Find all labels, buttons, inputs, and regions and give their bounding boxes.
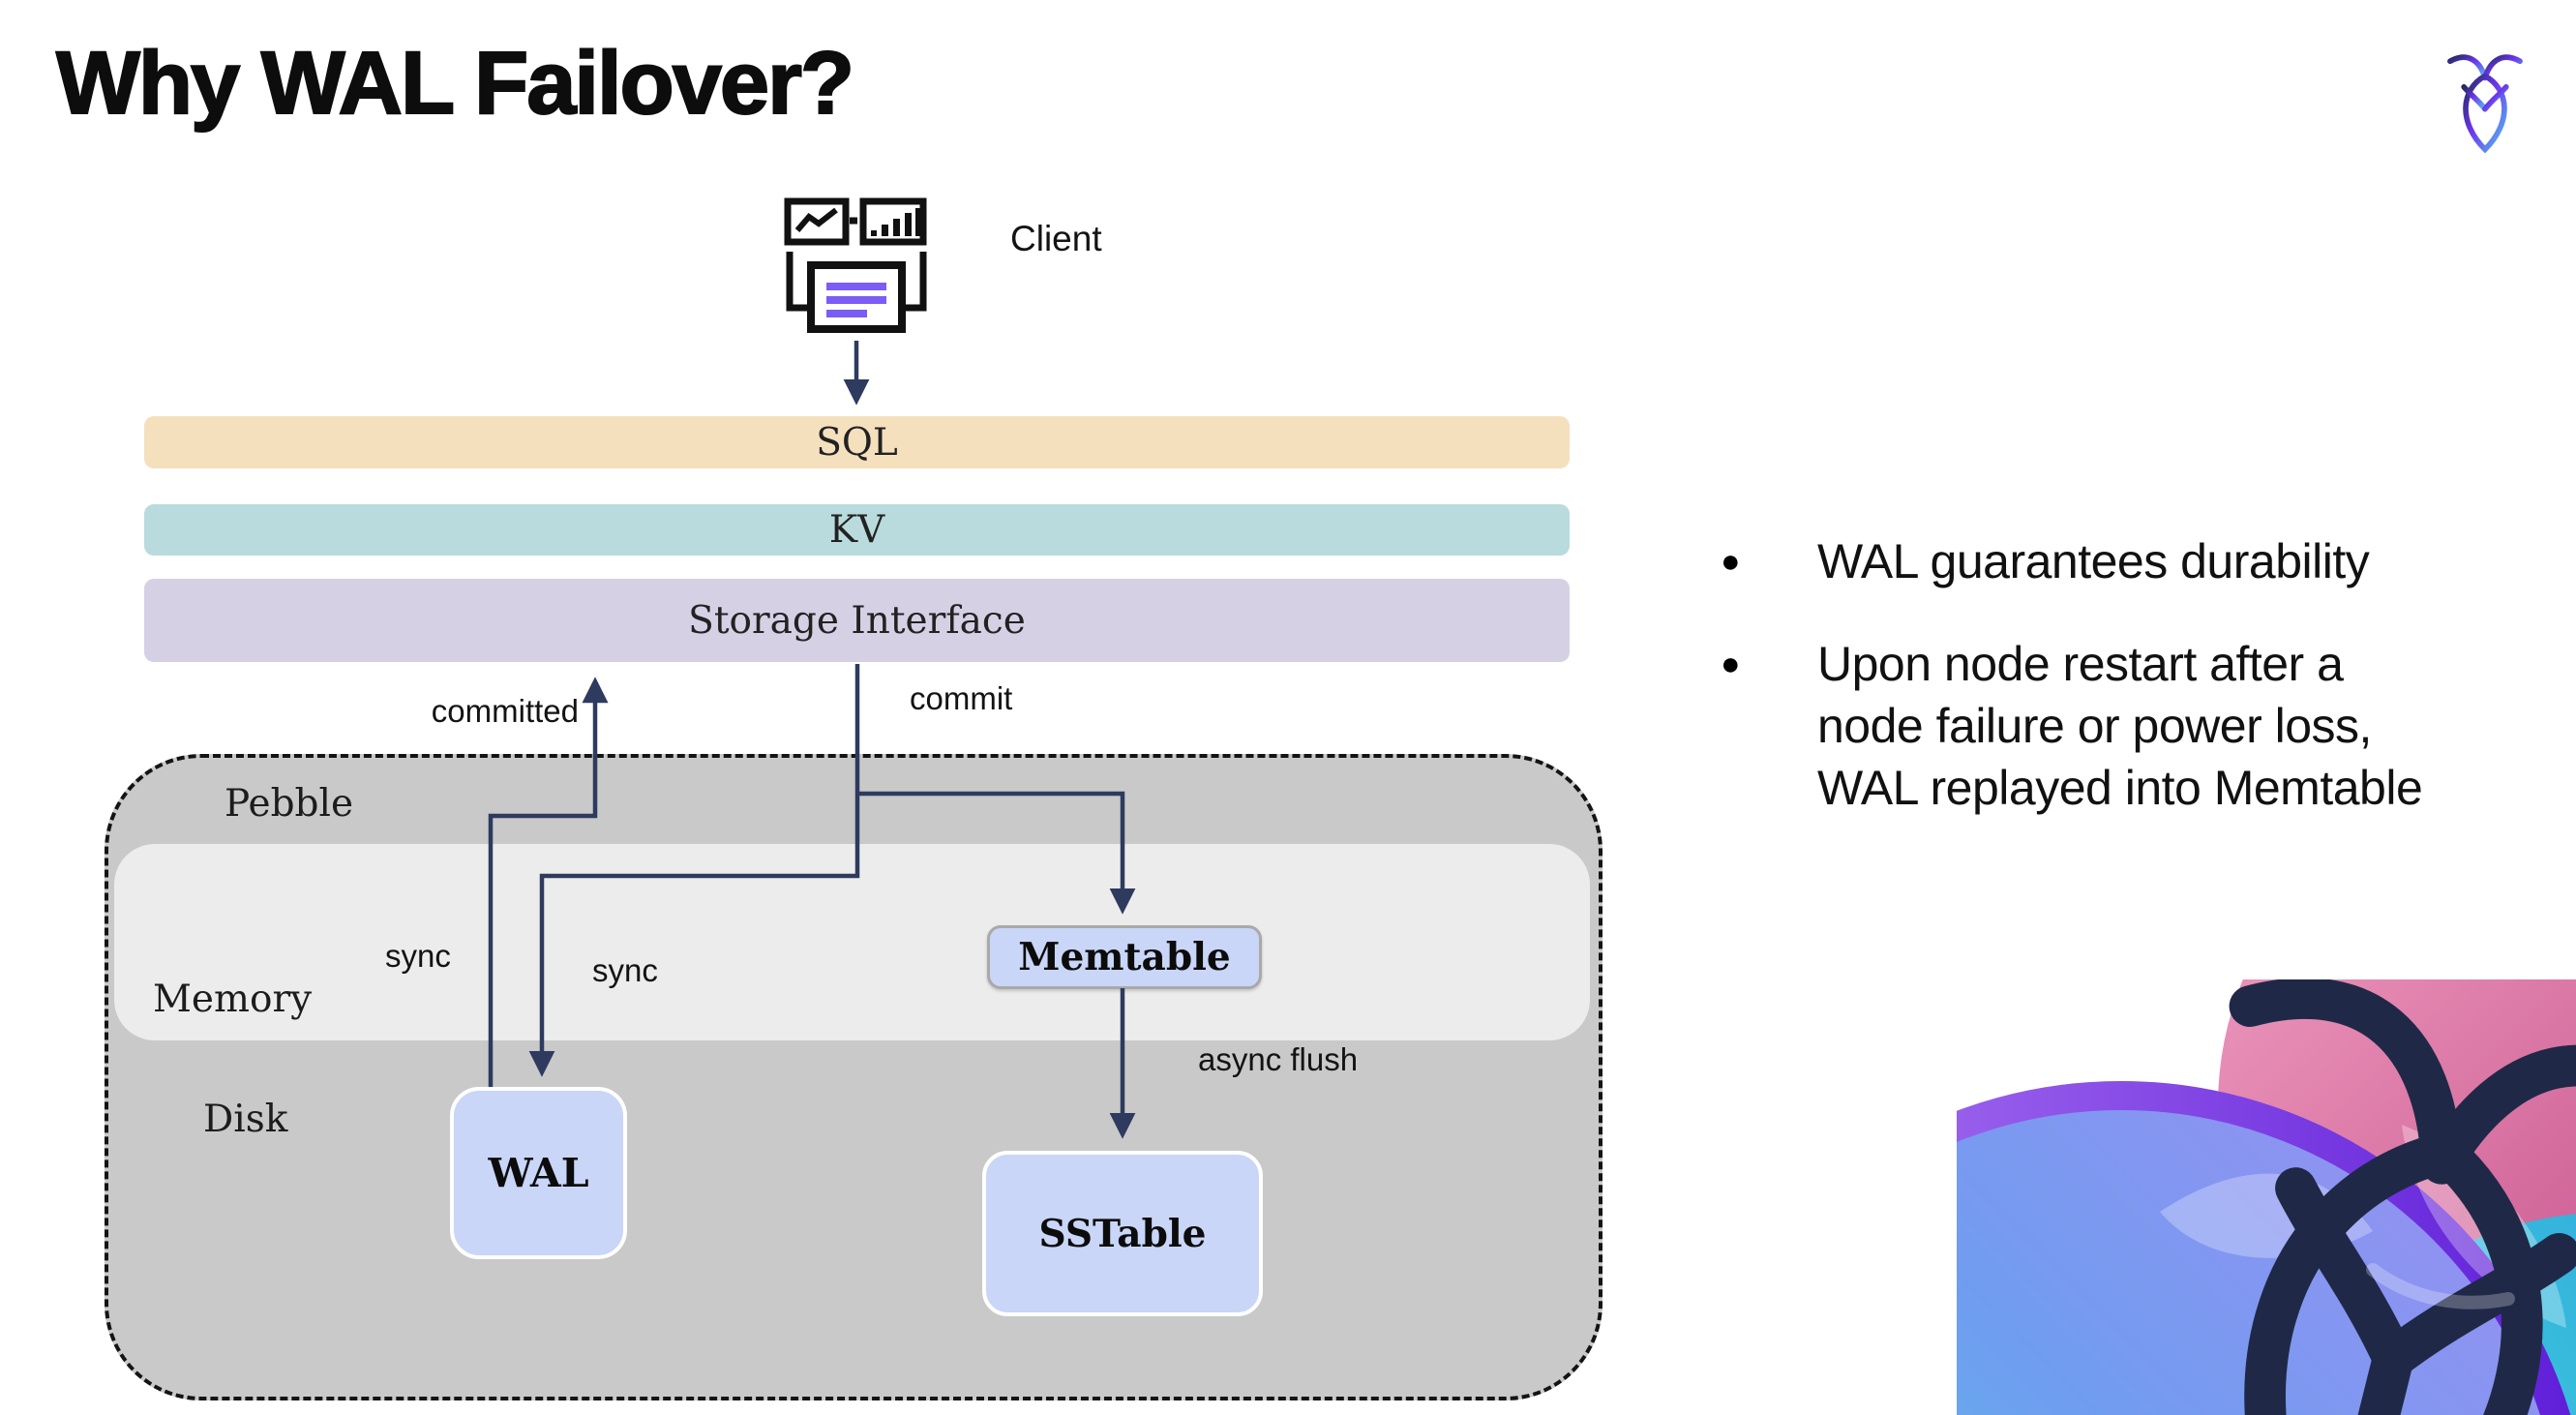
layer-sql: SQL [144, 416, 1570, 468]
pebble-label: Pebble [225, 782, 354, 826]
memory-label: Memory [153, 978, 313, 1021]
edge-label-async-flush: async flush [1198, 1041, 1359, 1077]
sstable-label: SSTable [1038, 1211, 1207, 1256]
memtable-node: Memtable [987, 925, 1262, 989]
layer-sql-label: SQL [816, 420, 898, 465]
client-icon [784, 197, 927, 333]
bullet-dot: ● [1721, 543, 1741, 580]
bullet-text: WAL guarantees durability [1817, 534, 2370, 588]
bullet-list: ● WAL guarantees durability ● Upon node … [1713, 530, 2564, 859]
brand-decoration [1957, 979, 2576, 1415]
wal-node: WAL [450, 1087, 627, 1259]
layer-storage-interface: Storage Interface [144, 579, 1570, 662]
memory-band [114, 844, 1590, 1040]
bullet-dot: ● [1721, 646, 1741, 682]
edge-label-commit: commit [910, 680, 1013, 716]
wal-label: WAL [488, 1150, 589, 1196]
layer-storage-label: Storage Interface [688, 598, 1026, 643]
layer-kv-label: KV [828, 508, 885, 552]
cockroachdb-logo-icon [2437, 48, 2533, 157]
disk-label: Disk [203, 1098, 288, 1141]
page-title: Why WAL Failover? [55, 33, 855, 134]
edge-label-committed: committed [431, 693, 579, 729]
edge-label-sync-left: sync [385, 938, 451, 974]
bullet-item: ● Upon node restart after a node failure… [1713, 633, 2564, 819]
bullet-text: Upon node restart after a node failure o… [1817, 637, 2423, 815]
bullet-item: ● WAL guarantees durability [1713, 530, 2564, 592]
memtable-label: Memtable [1018, 935, 1231, 979]
edge-label-sync-right: sync [592, 952, 658, 988]
sstable-node: SSTable [982, 1151, 1263, 1316]
client-label: Client [1010, 219, 1102, 258]
layer-kv: KV [144, 504, 1570, 556]
